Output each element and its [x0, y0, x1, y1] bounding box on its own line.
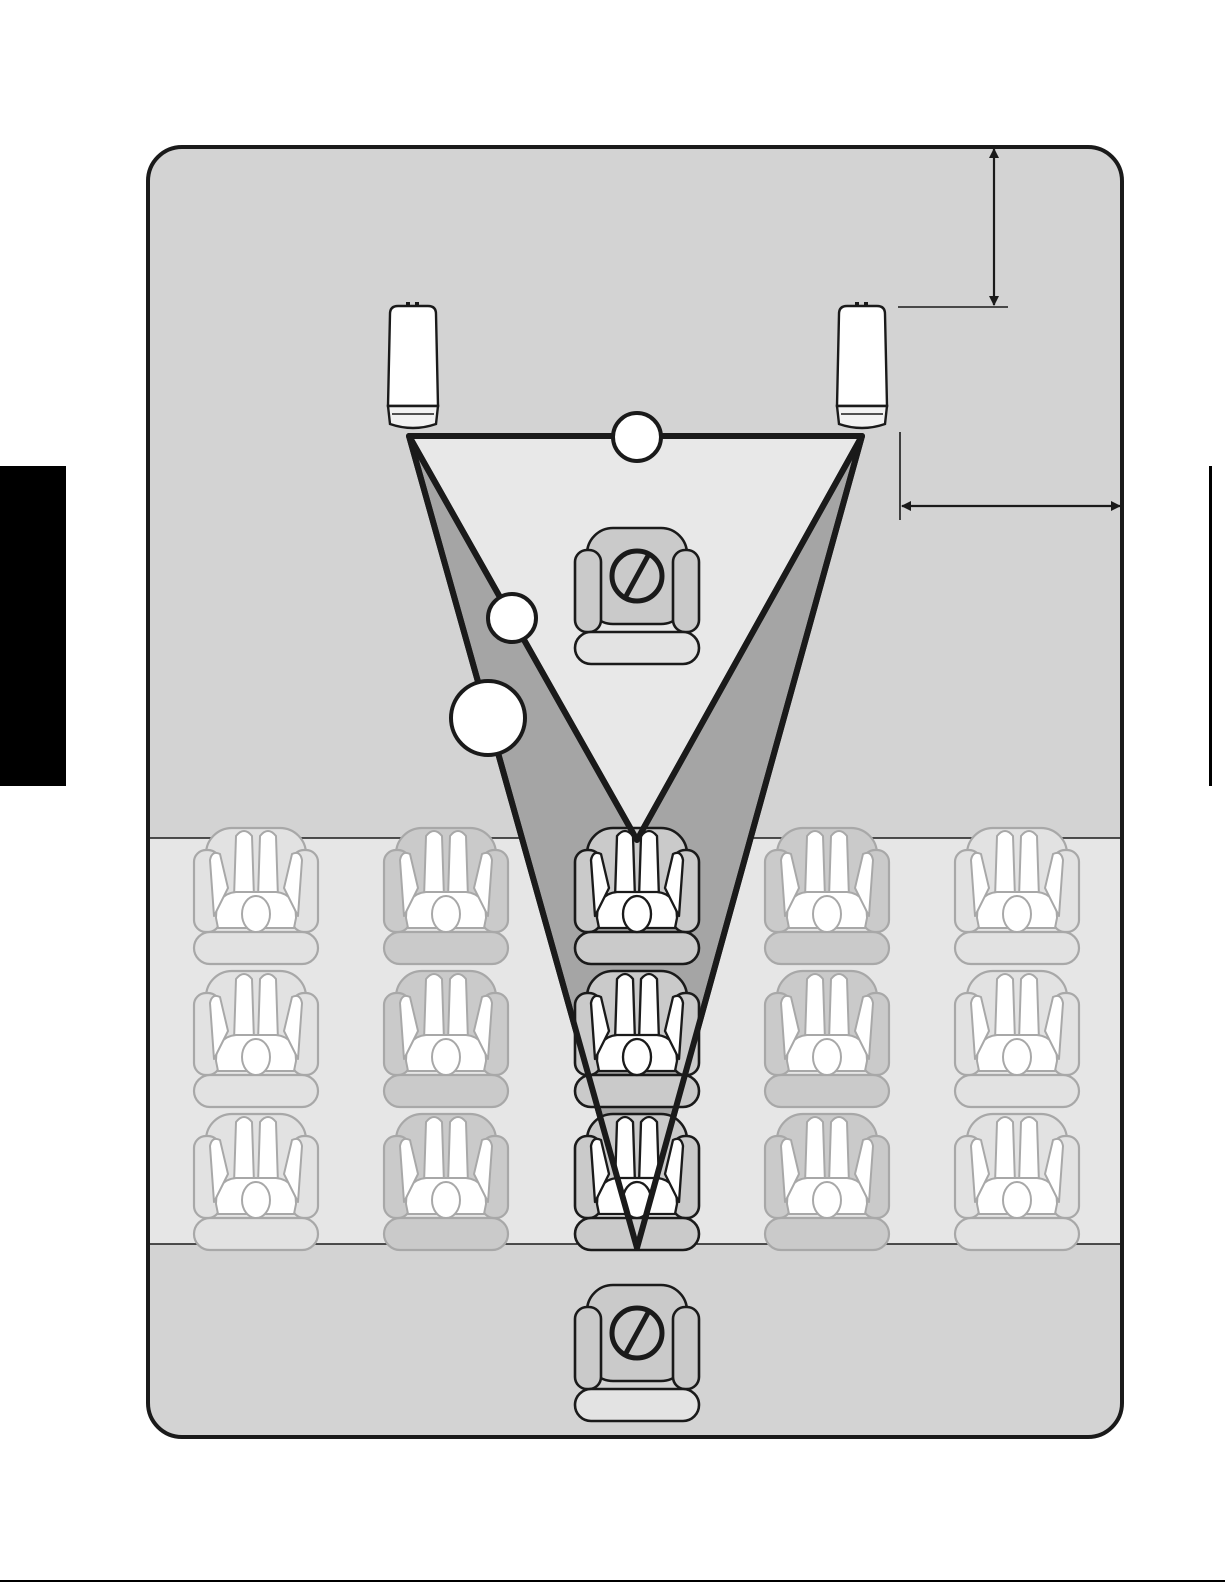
page-footer-rule — [0, 1580, 1225, 1582]
ghost-seat — [765, 971, 889, 1107]
too-far-seat — [575, 1285, 699, 1421]
ghost-seat — [955, 828, 1079, 964]
ghost-seat — [955, 1114, 1079, 1250]
ghost-seat — [765, 828, 889, 964]
listening-angle-callout — [451, 681, 525, 755]
ghost-seat — [765, 1114, 889, 1250]
active-seat — [575, 828, 699, 964]
ghost-seat — [384, 828, 508, 964]
active-seat-column — [575, 828, 699, 1250]
too-close-seat — [575, 528, 699, 664]
ghost-seat — [194, 828, 318, 964]
ghost-seat — [955, 971, 1079, 1107]
ghost-seat — [194, 971, 318, 1107]
ghost-seat — [384, 1114, 508, 1250]
speaker-spacing-callout — [613, 413, 661, 461]
active-seat — [575, 1114, 699, 1250]
toe-in-angle-callout — [488, 594, 536, 642]
ghost-seat — [384, 971, 508, 1107]
ghost-seat — [194, 1114, 318, 1250]
